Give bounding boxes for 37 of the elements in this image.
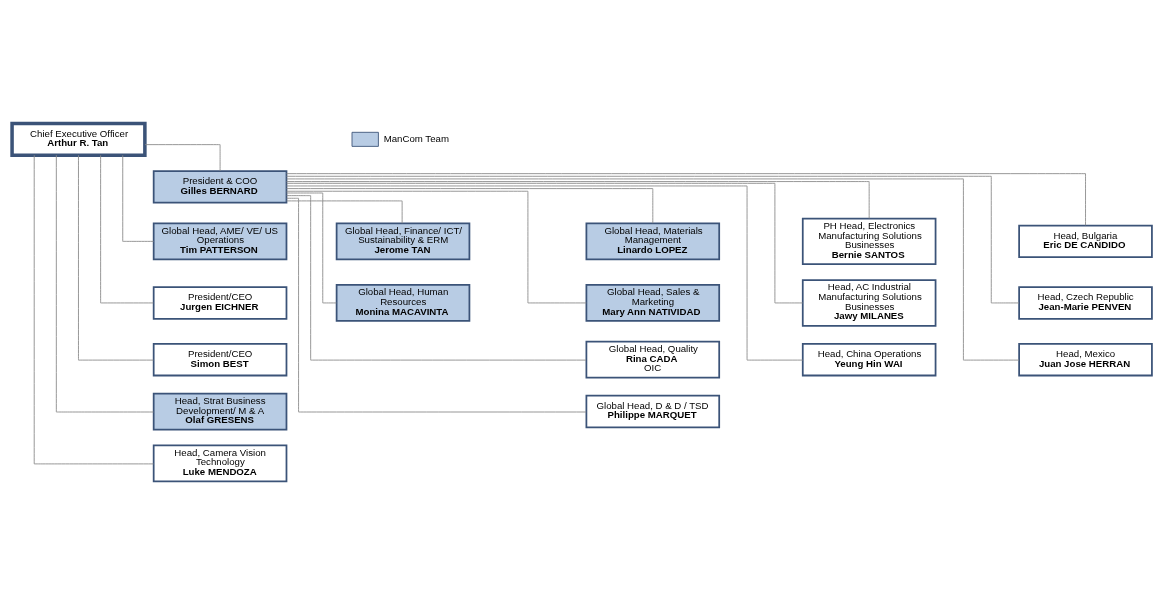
node-box: President/CEO Simon BEST: [152, 342, 288, 376]
node-box: Head, Mexico Juan Jose HERRAN: [1018, 342, 1153, 376]
connector: [286, 180, 870, 219]
node-box: Global Head, Materials Management Linardo LOPEZ: [585, 221, 721, 260]
node-box: President/CEO Jurgen EICHNER: [152, 285, 288, 320]
node-box: Global Head, Sales & Marketing Mary Ann NATIVIDAD: [585, 283, 721, 322]
node-box: Chief Executive Officer Arthur R. Tan: [10, 121, 147, 157]
legend-label: ManCom Team: [383, 132, 449, 144]
connector: [286, 172, 1086, 226]
node-box: Global Head, D & D / TSD Philippe MARQUET: [585, 394, 721, 428]
node-box: Head, Strat Business Development/ M & A Olaf GRESENS: [152, 392, 288, 430]
connector: [100, 154, 154, 303]
connector: [286, 178, 1020, 361]
connector: [33, 154, 154, 464]
node-box: President & COO Gilles BERNARD: [152, 169, 288, 204]
node-box: Head, China Operations Yeung Hin WAI: [801, 342, 937, 376]
node-box: Head, Camera Vision Technology Luke MENDOZA: [152, 444, 288, 482]
connector: [144, 143, 221, 171]
connector: [55, 154, 154, 412]
connector: [286, 182, 804, 303]
node-box: Global Head, Human Resources Monina MACAVINTA: [335, 283, 471, 322]
connector: [286, 200, 403, 224]
node-box: Global Head, Quality Rina CADA OIC: [585, 340, 721, 379]
node-box: PH Head, Electronics Manufacturing Solutions Businesses Bernie SANTOS: [801, 217, 937, 265]
connector: [122, 154, 154, 242]
node-box: Head, Czech Republic Jean-Marie PENVEN: [1018, 285, 1153, 320]
connector: [286, 175, 1020, 303]
node-box: Global Head, AME/ VE/ US Operations Tim PATTERSON: [152, 221, 288, 260]
connector: [286, 197, 587, 412]
connector: [286, 194, 587, 361]
node-box: Head, AC Industrial Manufacturing Solutions Businesses Jawy MILANES: [801, 278, 937, 327]
connector: [286, 190, 587, 303]
node-box: Head, Bulgaria Eric DE CANDIDO: [1018, 224, 1153, 258]
connector: [78, 154, 154, 361]
connector: [286, 187, 654, 224]
node-box: Global Head, Finance/ ICT/ Sustainability & ERM Jerome TAN: [335, 221, 471, 260]
connector: [286, 185, 804, 361]
